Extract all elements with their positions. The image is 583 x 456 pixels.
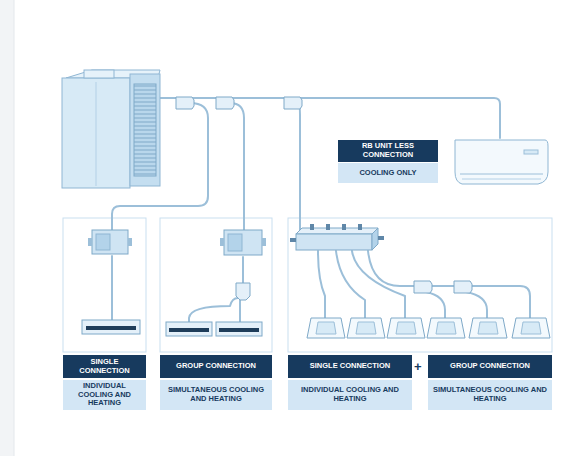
heading-band: RB UNIT LESS CONNECTION — [338, 140, 438, 162]
description-band: SIMULTANEOUS COOLING AND HEATING — [428, 380, 552, 410]
cassette-body — [512, 318, 550, 338]
cassette-grille — [316, 322, 336, 334]
band-text: GROUP CONNECTION — [450, 362, 530, 371]
outdoor-unit — [62, 70, 160, 188]
heading-band: GROUP CONNECTION — [428, 355, 552, 378]
band-text: SINGLE CONNECTION — [67, 358, 142, 375]
margin-strip — [0, 0, 14, 456]
heading-band: SINGLE CONNECTION — [63, 355, 146, 378]
plus-sign: + — [414, 359, 422, 374]
cassette-grille — [478, 322, 498, 334]
ducted-units — [82, 320, 262, 336]
rb-units — [88, 224, 384, 255]
cassette-body — [307, 318, 345, 338]
cassette-body — [387, 318, 425, 338]
cassette-grille — [436, 322, 456, 334]
description-band: COOLING ONLY — [338, 163, 438, 183]
cassette-grille — [356, 322, 376, 334]
cassette-body — [427, 318, 465, 338]
description-band: SIMULTANEOUS COOLING AND HEATING — [160, 380, 272, 410]
panels — [63, 218, 552, 352]
band-text: RB UNIT LESS CONNECTION — [342, 142, 434, 159]
band-text: SIMULTANEOUS COOLING AND HEATING — [432, 386, 548, 403]
heading-band: SINGLE CONNECTION — [288, 355, 412, 378]
heading-band: GROUP CONNECTION — [160, 355, 272, 378]
cassette-grille — [521, 322, 541, 334]
band-text: COOLING ONLY — [359, 169, 416, 178]
wall-mounted-unit — [455, 140, 548, 184]
cassette-body — [469, 318, 507, 338]
cassette-body — [347, 318, 385, 338]
band-text: GROUP CONNECTION — [176, 362, 256, 371]
margin-line — [14, 0, 15, 456]
branch-joints — [176, 97, 472, 300]
description-band: INDIVIDUAL COOLING AND HEATING — [288, 380, 412, 410]
description-band: INDIVIDUAL COOLING AND HEATING — [63, 380, 146, 410]
band-text: SIMULTANEOUS COOLING AND HEATING — [164, 386, 268, 403]
cassette-grille — [396, 322, 416, 334]
cassette-units — [307, 318, 550, 338]
band-text: INDIVIDUAL COOLING AND HEATING — [67, 382, 142, 408]
pipes — [112, 98, 530, 322]
band-text: SINGLE CONNECTION — [310, 362, 390, 371]
band-text: INDIVIDUAL COOLING AND HEATING — [292, 386, 408, 403]
